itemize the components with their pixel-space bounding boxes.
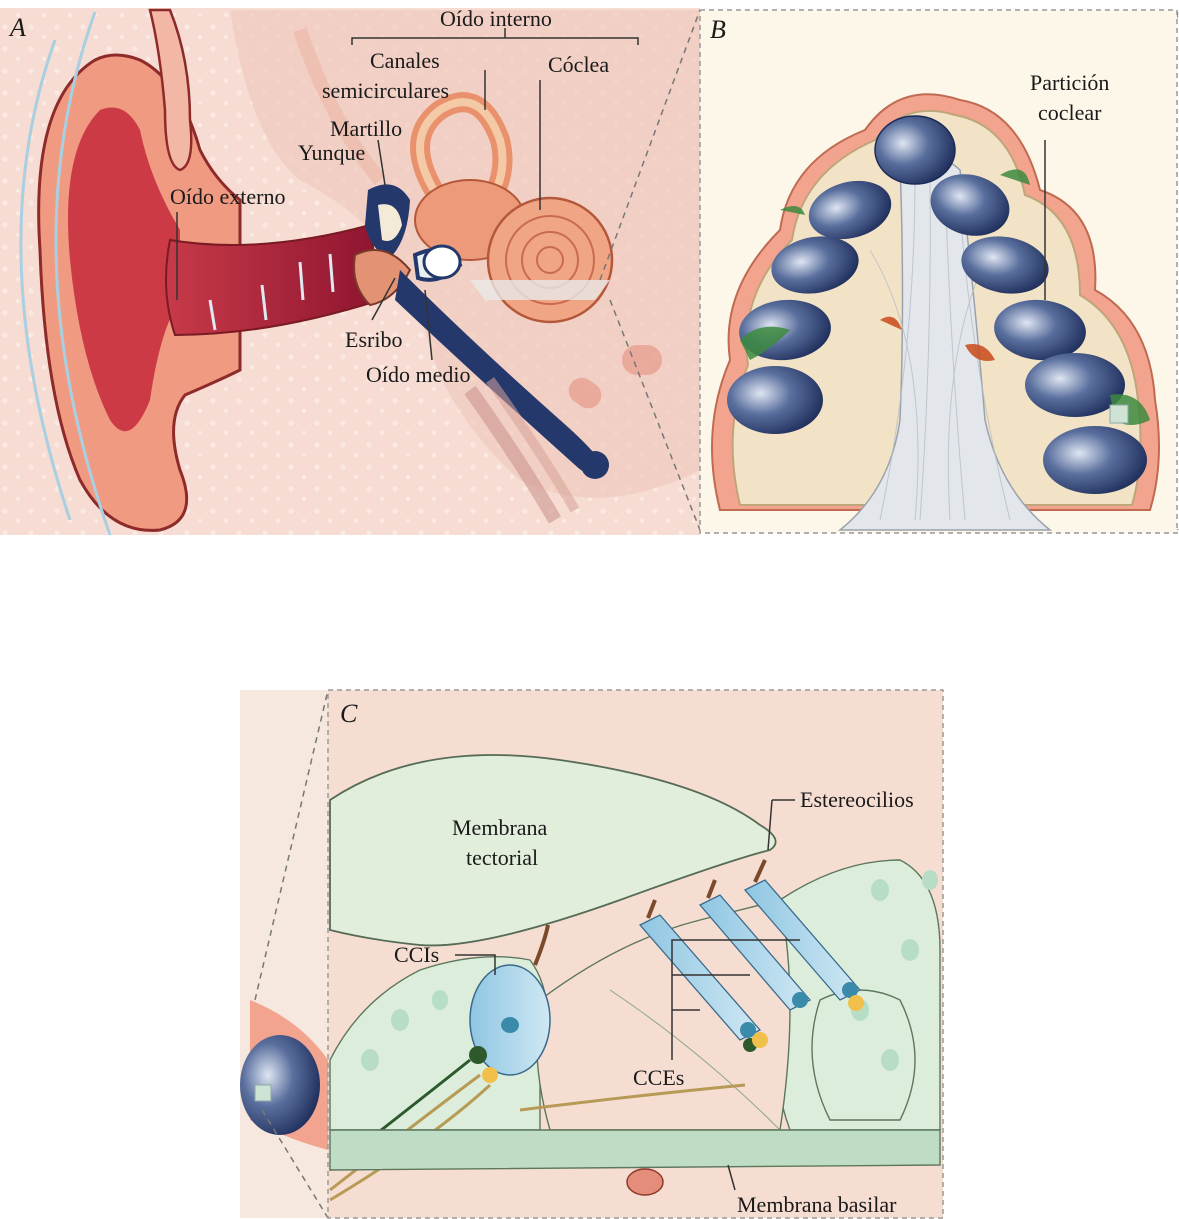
label-semicircular-2: semicirculares — [322, 78, 449, 103]
label-ihc: CCIs — [394, 942, 439, 967]
panel-a: A Oído interno Canales semicirculares Có… — [0, 6, 700, 535]
label-middle-ear: Oído medio — [366, 362, 471, 387]
label-partition-1: Partición — [1030, 70, 1109, 95]
label-stereocilia: Estereocilios — [800, 787, 914, 812]
label-partition-2: coclear — [1038, 100, 1102, 125]
label-tectorial-2: tectorial — [466, 845, 538, 870]
label-ohc: CCEs — [633, 1065, 684, 1090]
panel-c: C Estereocilios Membrana tectorial CCIs … — [240, 690, 943, 1218]
basilar-membrane — [330, 1130, 940, 1170]
label-outer-ear: Oído externo — [170, 184, 285, 209]
label-cochlea: Cóclea — [548, 52, 609, 77]
label-incus: Yunque — [298, 140, 365, 165]
panel-c-letter: C — [340, 699, 358, 728]
label-inner-ear: Oído interno — [440, 6, 552, 31]
label-basilar: Membrana basilar — [737, 1192, 897, 1217]
panel-a-letter: A — [8, 13, 26, 42]
panel-b: B Partición coclear — [700, 10, 1177, 533]
label-tectorial-1: Membrana — [452, 815, 548, 840]
label-semicircular-1: Canales — [370, 48, 440, 73]
section-plane — [470, 280, 610, 300]
label-stapes: Esribo — [345, 327, 402, 352]
panel-b-letter: B — [710, 15, 726, 44]
label-malleus: Martillo — [330, 116, 402, 141]
